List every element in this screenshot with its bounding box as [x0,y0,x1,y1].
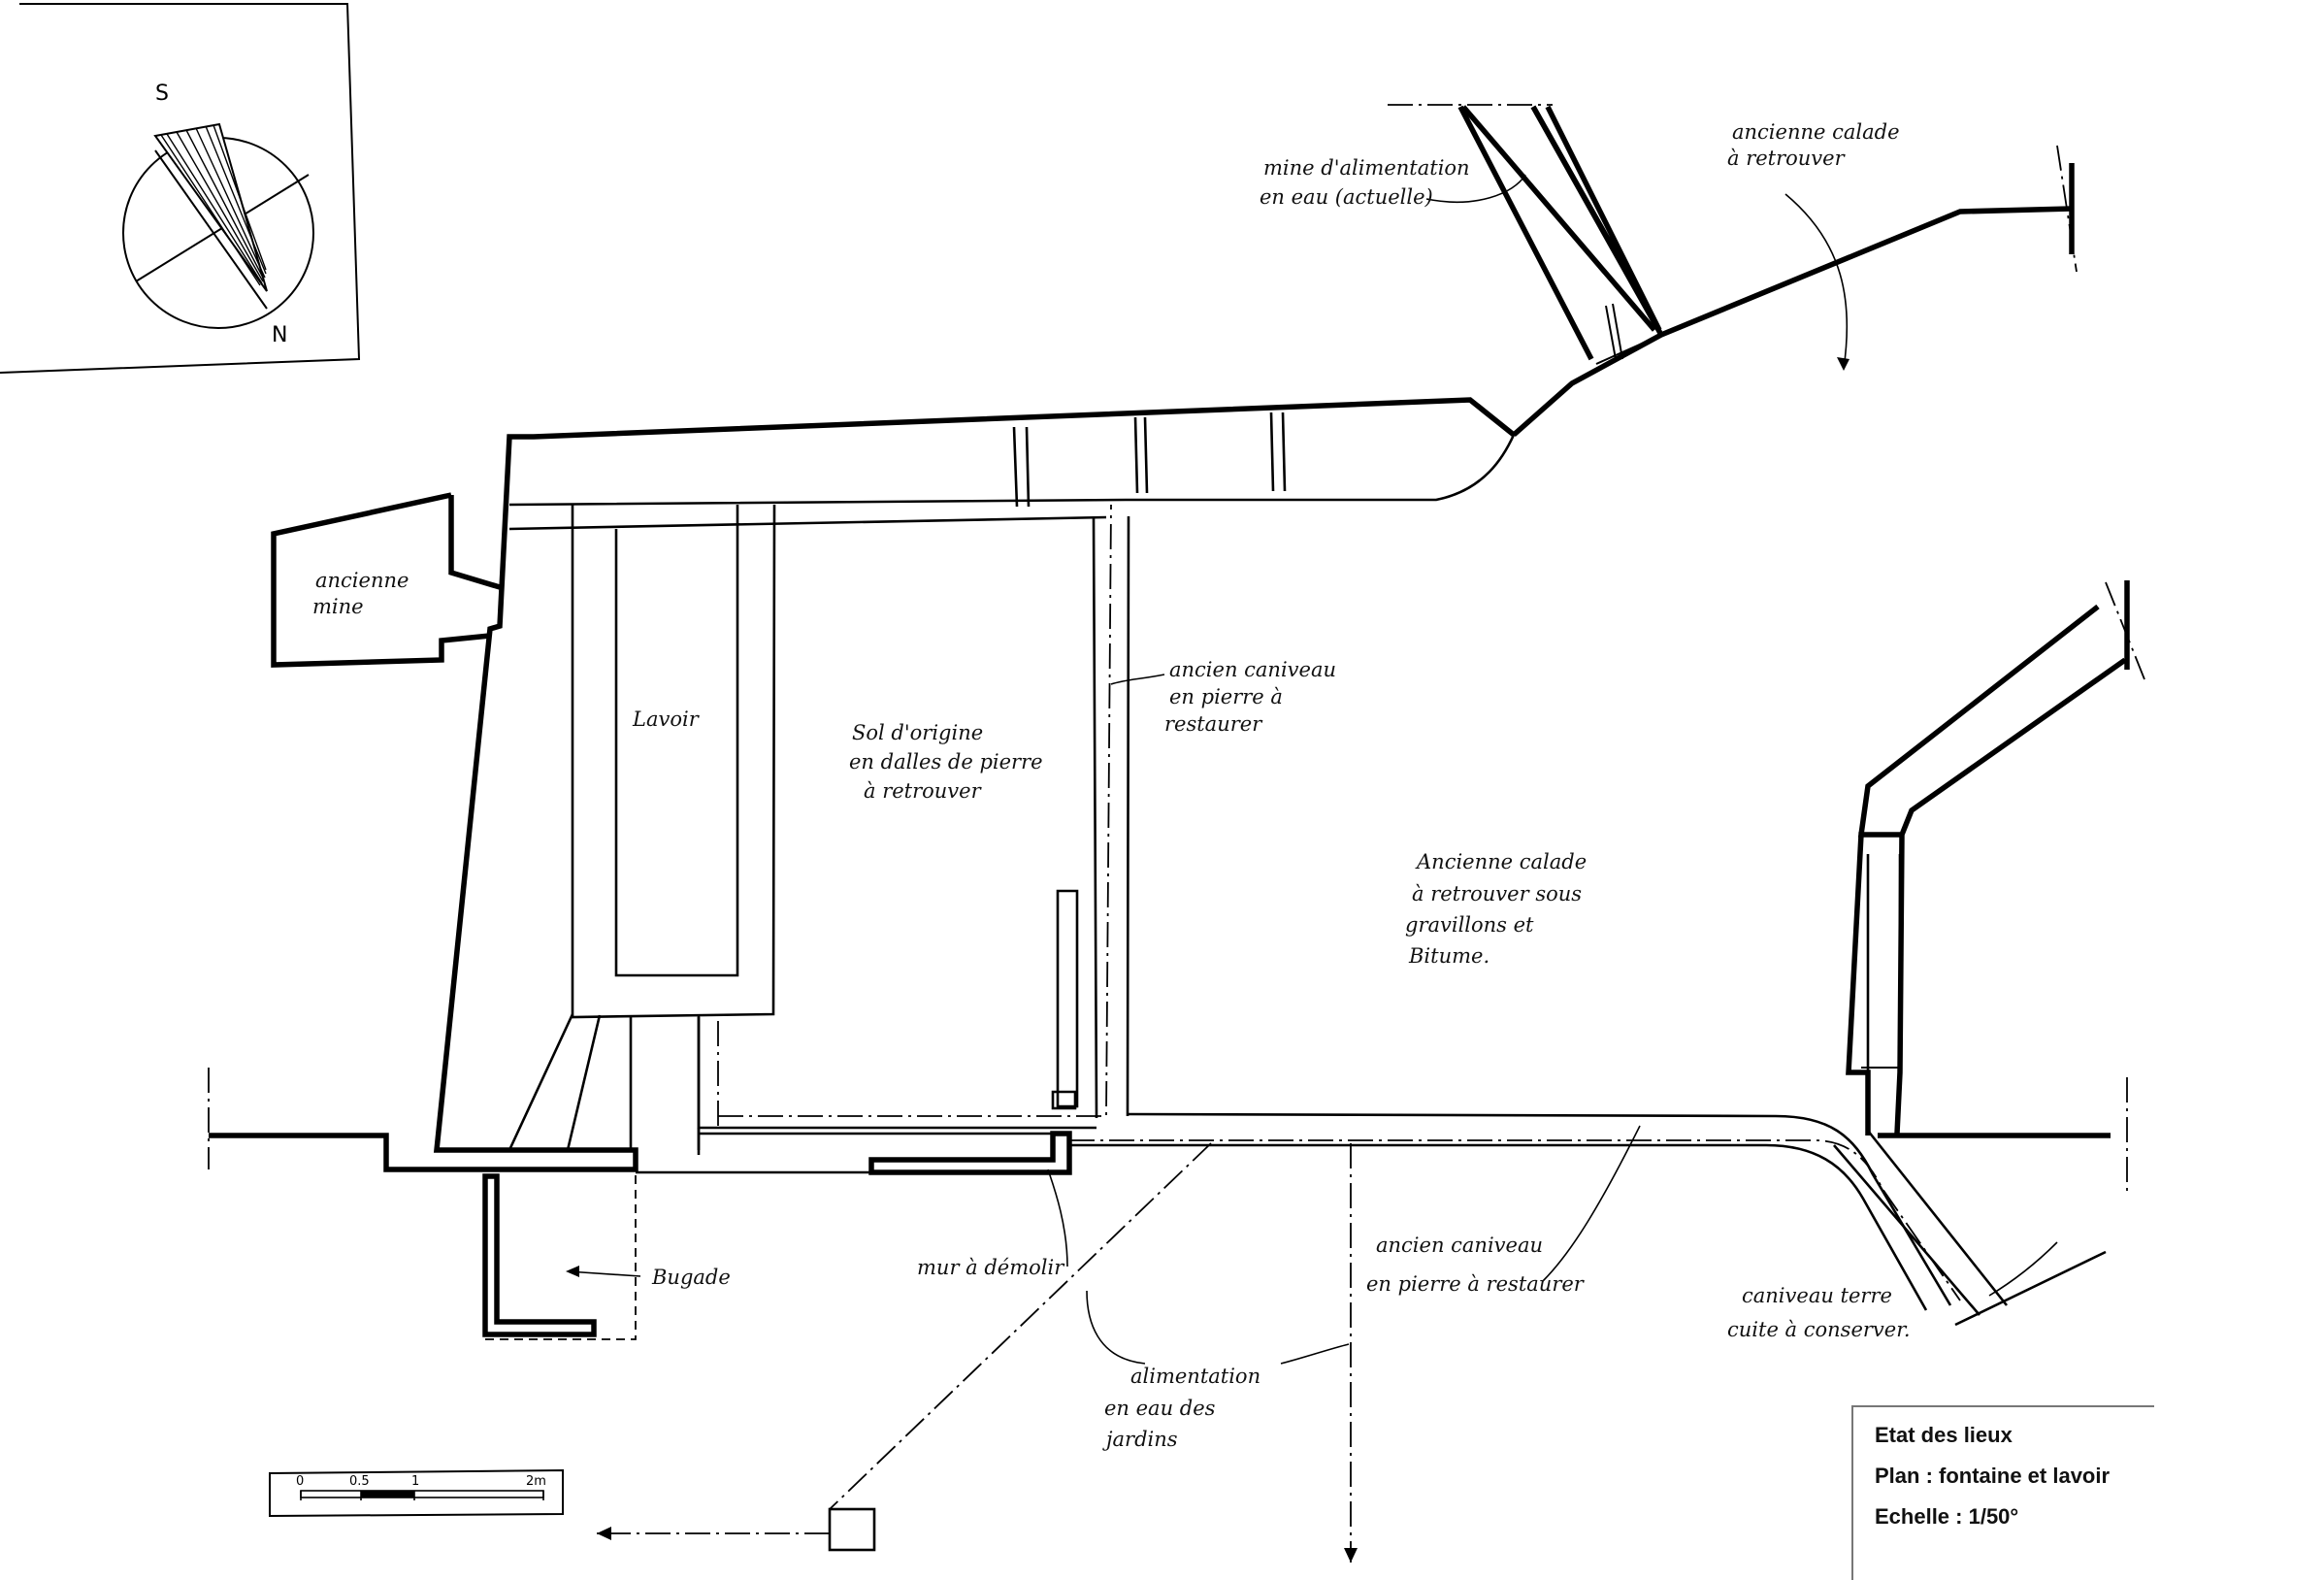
title-line-2: Plan : fontaine et lavoir [1875,1464,2111,1488]
label-calade-top-1: ancienne calade [1732,120,1900,144]
label-calade-gravillons-1: Ancienne calade [1415,850,1587,873]
scale-tick-2m: 2m [526,1474,546,1489]
interior-lines [507,411,2107,1327]
axis-lines [208,104,2145,1563]
label-caniveau-pierre-2: en pierre à restaurer [1366,1272,1586,1296]
label-bugade: Bugade [651,1266,731,1289]
label-ancienne-mine-2: mine [312,595,364,618]
compass-rose: S N [0,3,361,374]
label-calade-gravillons-4: Bitume. [1408,944,1489,968]
leader-arrows [566,174,2058,1365]
label-mine-alim-2: en eau (actuelle) [1260,185,1433,209]
label-sol-origine-2: en dalles de pierre [849,750,1043,774]
scale-tick-05: 0.5 [349,1474,370,1489]
label-sol-origine-1: Sol d'origine [852,721,983,744]
label-caniveau-terre-1: caniveau terre [1742,1284,1892,1307]
label-mur-demolir: mur à démolir [917,1256,1065,1279]
label-caniveau-pierre-1: ancien caniveau [1376,1234,1543,1257]
label-alim-jardins-2: en eau des [1104,1397,1216,1420]
compass-south-label: S [155,82,169,106]
label-calade-top-2: à retrouver [1727,147,1847,170]
title-line-1: Etat des lieux [1875,1423,2013,1447]
label-alim-jardins-1: alimentation [1130,1365,1260,1388]
label-ancienne-mine-1: ancienne [315,569,409,592]
label-calade-gravillons-2: à retrouver sous [1412,882,1582,905]
label-caniveau-restaurer-2: en pierre à [1169,685,1283,708]
scale-bar: 0 0.5 1 2m [269,1468,564,1518]
label-caniveau-restaurer-1: ancien caniveau [1169,658,1336,681]
scale-tick-1: 1 [411,1474,419,1489]
label-caniveau-terre-2: cuite à conserver. [1727,1318,1911,1341]
label-mine-alim-1: mine d'alimentation [1263,156,1470,180]
building-walls [209,105,2130,1337]
label-sol-origine-3: à retrouver [864,779,983,803]
label-calade-gravillons-3: gravillons et [1405,913,1534,937]
title-block: Etat des lieux Plan : fontaine et lavoir… [1851,1405,2154,1580]
label-alim-jardins-3: jardins [1102,1428,1178,1451]
scale-tick-0: 0 [296,1474,304,1489]
title-line-3: Echelle : 1/50° [1875,1504,2019,1529]
compass-north-label: N [272,323,287,347]
label-lavoir: Lavoir [632,708,701,731]
label-caniveau-restaurer-3: restaurer [1164,712,1263,736]
